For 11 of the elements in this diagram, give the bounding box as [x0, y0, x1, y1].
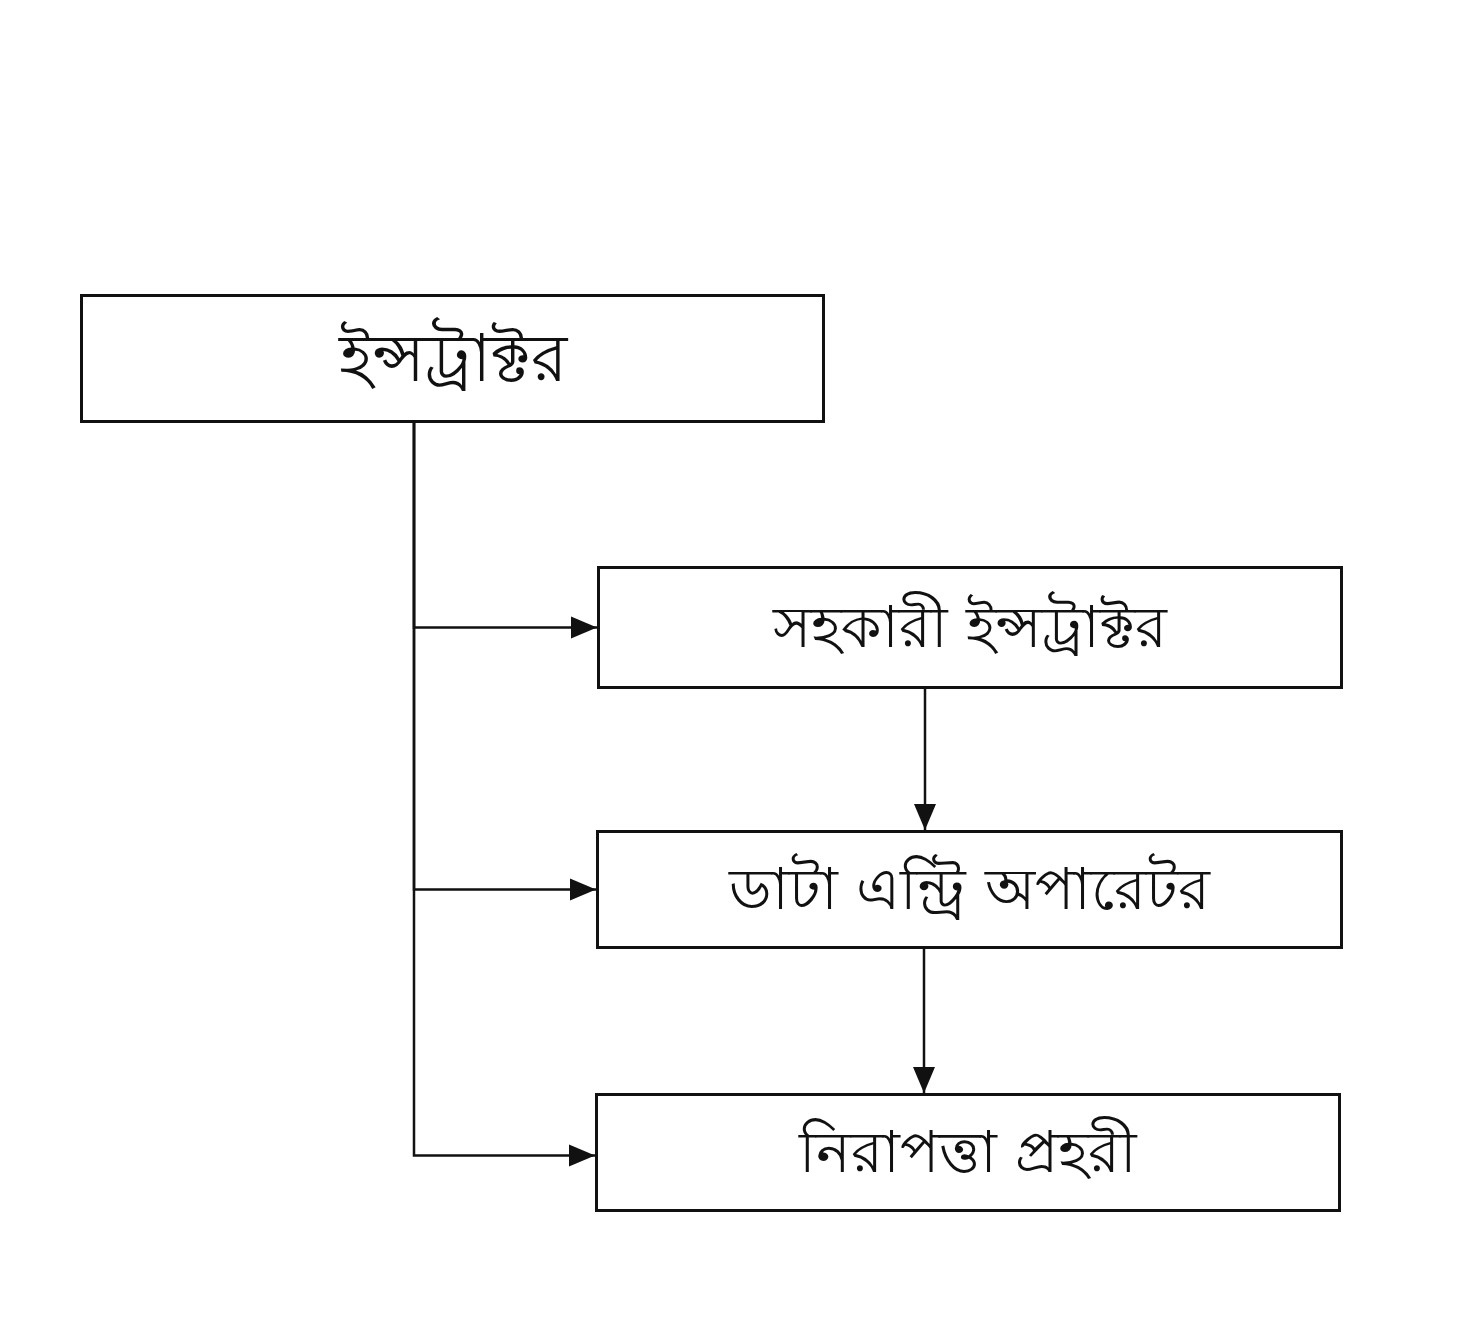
arrow — [412, 423, 595, 1167]
process-box — [80, 294, 825, 423]
process-box — [595, 1093, 1341, 1212]
box-label: সহকারী ইন্সট্রাক্টর — [772, 592, 1168, 663]
arrow — [914, 689, 936, 830]
arrow — [913, 949, 935, 1093]
process-box — [597, 566, 1343, 689]
box-label: ডাটা এন্ট্রি অপারেটর — [729, 854, 1210, 925]
box-label: নিরাপত্তা প্রহরী — [798, 1117, 1138, 1188]
box-label: ইন্সট্রাক্টর — [338, 318, 567, 399]
process-box — [596, 830, 1343, 949]
